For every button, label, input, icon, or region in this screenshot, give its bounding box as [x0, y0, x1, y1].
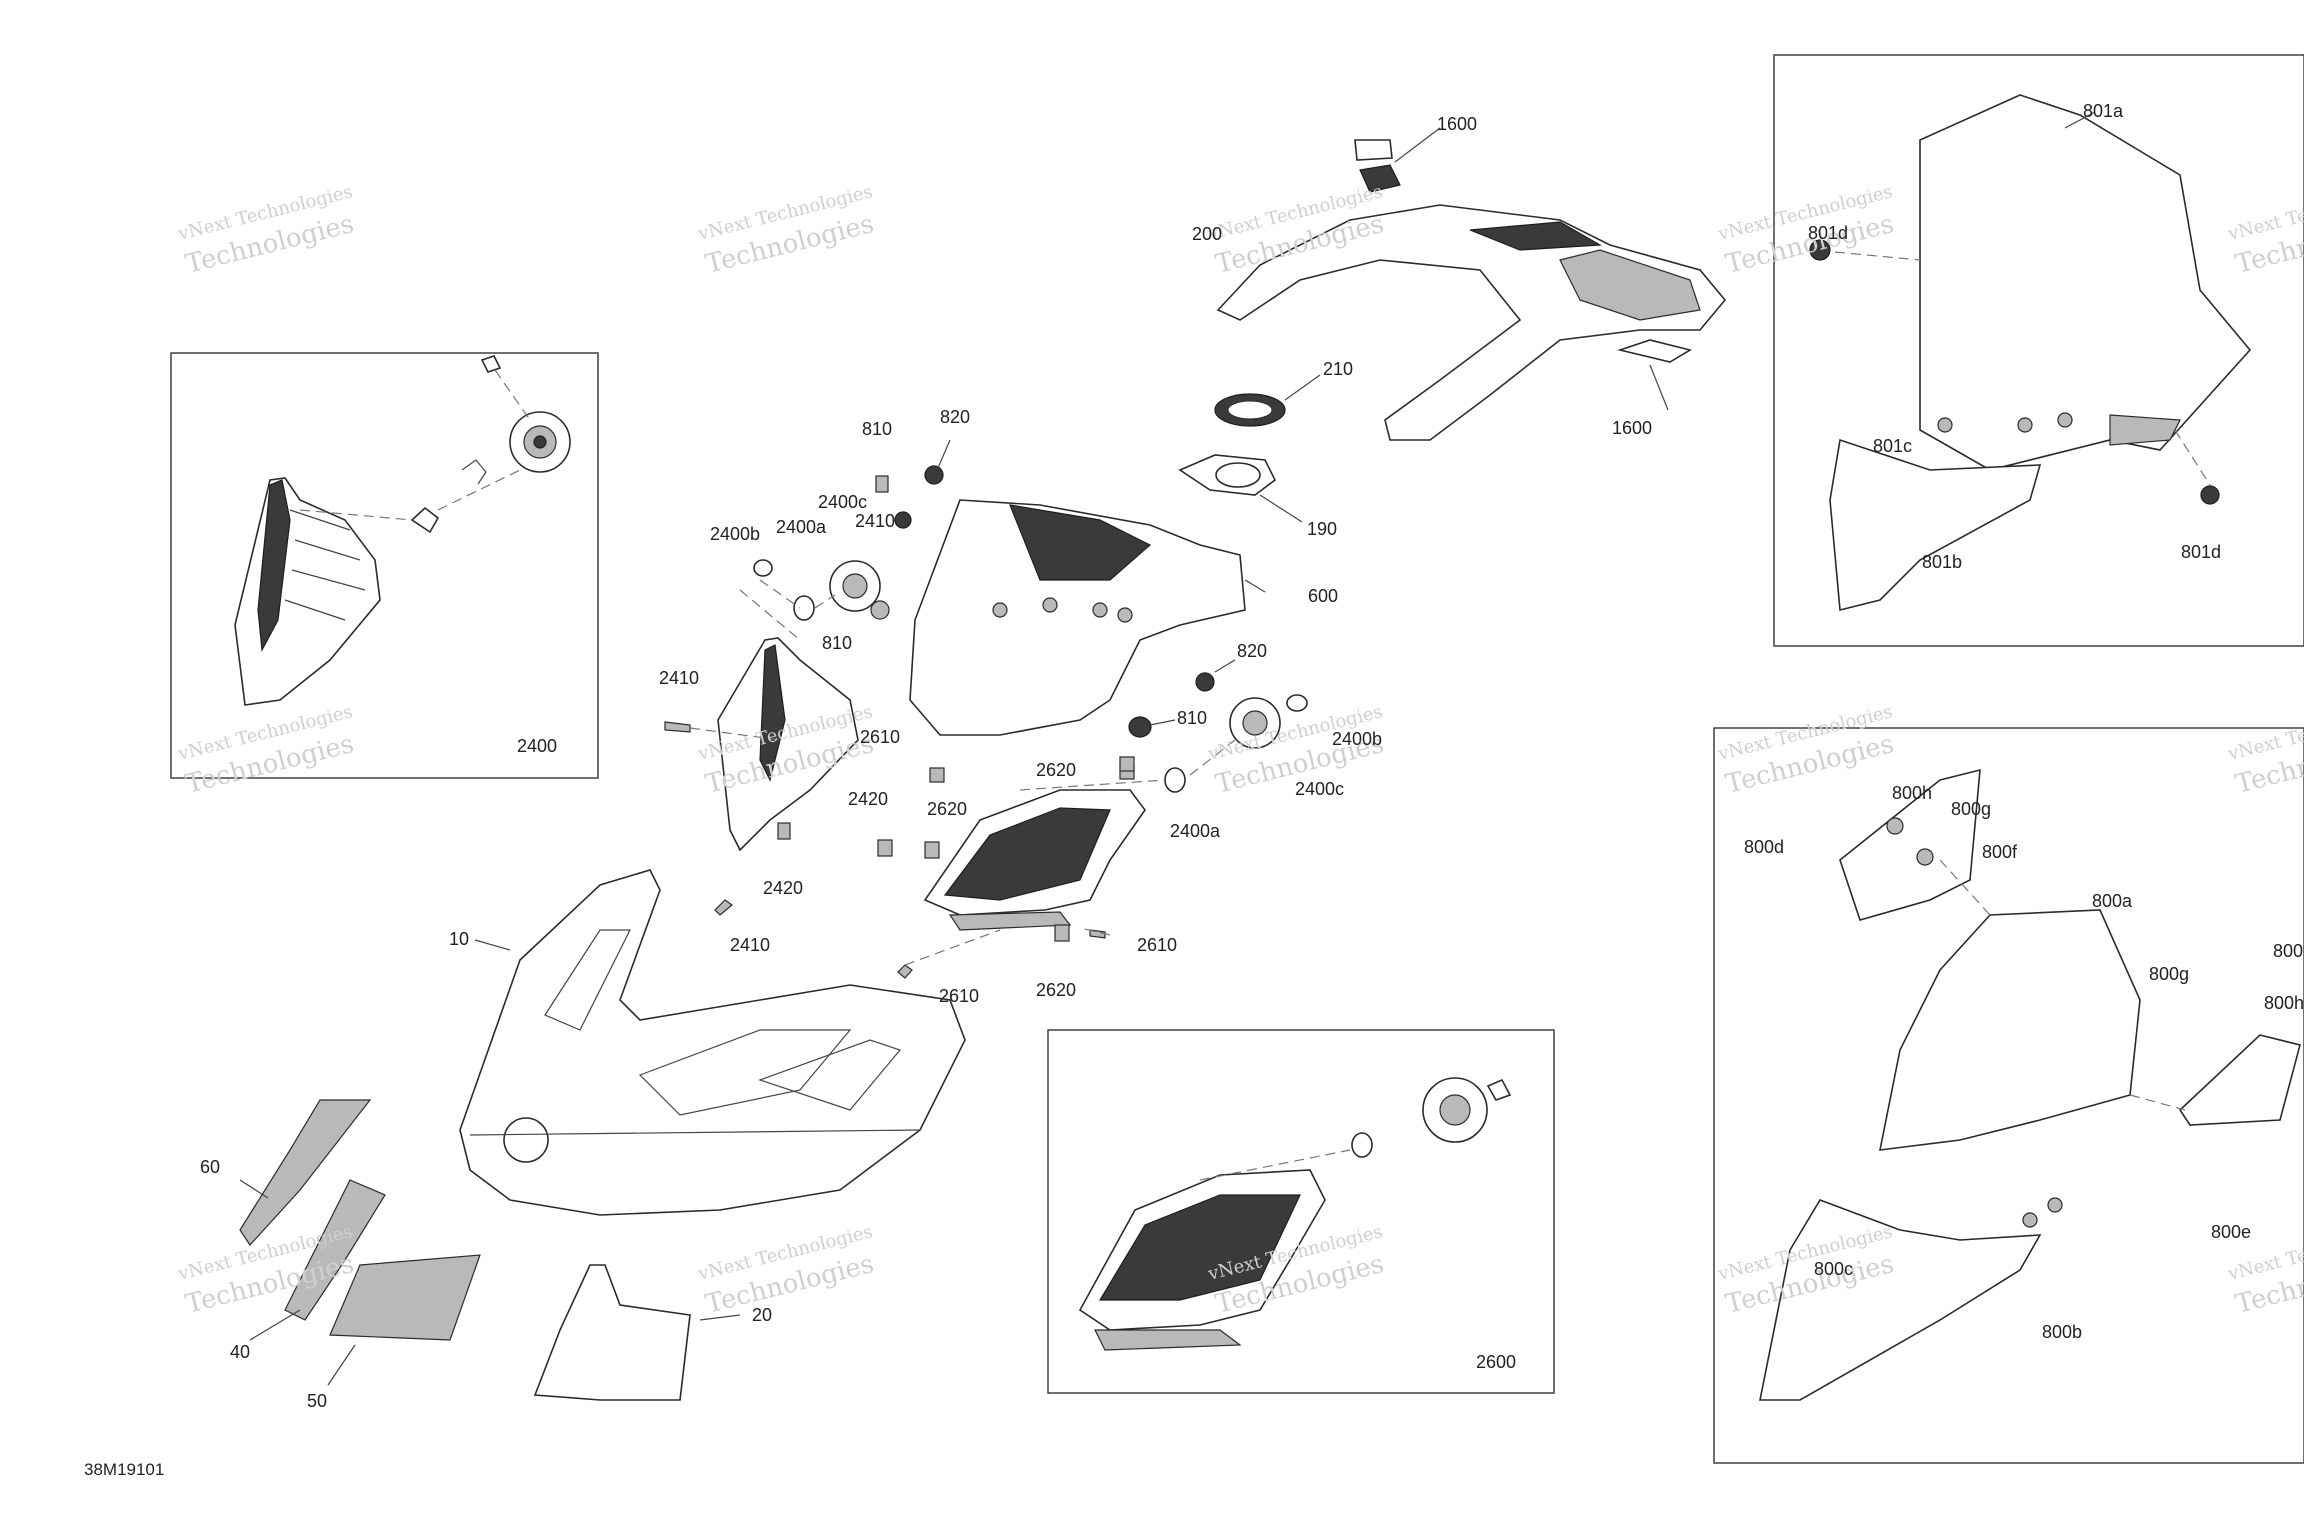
detail-box-2400: [170, 352, 599, 779]
detail-box-2600: [1047, 1029, 1555, 1394]
lamp-left-exploded: [717, 559, 881, 852]
detail-box-800: [1713, 727, 2304, 1464]
callout-2410-top: 2410: [855, 511, 895, 531]
callout-2400b-right: 2400b: [1332, 729, 1382, 749]
bracket-190: [1178, 454, 1303, 523]
hardware-810-820: [870, 439, 1236, 738]
callout-1600-top: 1600: [1437, 114, 1477, 134]
callout-50: 50: [307, 1391, 327, 1411]
callout-820-top: 820: [940, 407, 970, 427]
lamp-right-exploded: [923, 694, 1308, 931]
callout-20: 20: [752, 1305, 772, 1325]
callout-801d-left: 801d: [1808, 223, 1848, 243]
callout-1600-bottom: 1600: [1612, 418, 1652, 438]
grommet-210: [1214, 374, 1321, 427]
callout-2420-top: 2420: [848, 789, 888, 809]
callout-800h-top: 800h: [1892, 783, 1932, 803]
callout-810-top: 810: [862, 419, 892, 439]
sheet-id: 38M19101: [84, 1460, 164, 1479]
callout-2410-bottom: 2410: [730, 935, 770, 955]
callout-800g-top: 800g: [1951, 799, 1991, 819]
callout-820-right: 820: [1237, 641, 1267, 661]
callout-800b: 800b: [2042, 1322, 2082, 1342]
callout-600: 600: [1308, 586, 1338, 606]
callout-2400c-right: 2400c: [1295, 779, 1344, 799]
callouts: 1600 200 1600 210 190 600 810 820 2400c …: [200, 101, 2304, 1411]
callout-190: 190: [1307, 519, 1337, 539]
callout-800d: 800d: [1744, 837, 1784, 857]
callout-800e: 800e: [2211, 1222, 2251, 1242]
callout-2400c-top: 2400c: [818, 492, 867, 512]
headlamp-right-detail: [1078, 1077, 1512, 1351]
callout-800f: 800f: [1982, 842, 2018, 862]
callout-801d-right: 801d: [2181, 542, 2221, 562]
callout-2610-top: 2610: [860, 727, 900, 747]
box-label-2600: 2600: [1476, 1352, 1516, 1372]
windshield-801: [1809, 94, 2252, 612]
callout-801a: 801a: [2083, 101, 2124, 121]
callout-2400b-top: 2400b: [710, 524, 760, 544]
fairing-10: [459, 869, 966, 1216]
callout-800c: 800c: [1814, 1259, 1853, 1279]
callout-2400a-top: 2400a: [776, 517, 827, 537]
callout-2610-bottom: 2610: [939, 986, 979, 1006]
callout-800h-right: 800h: [2264, 993, 2304, 1013]
callout-2400a-right: 2400a: [1170, 821, 1221, 841]
callout-801b: 801b: [1922, 552, 1962, 572]
callout-2610-right: 2610: [1137, 935, 1177, 955]
box-label-2400: 2400: [517, 736, 557, 756]
callout-10: 10: [449, 929, 469, 949]
callout-60: 60: [200, 1157, 220, 1177]
fasteners: [664, 721, 1135, 979]
callout-2620-top: 2620: [1036, 760, 1076, 780]
headlamp-left-detail: [234, 355, 571, 706]
housing-600: [909, 499, 1266, 736]
callout-800g-right: 800g: [2149, 964, 2189, 984]
callout-800f-right: 800f: [2273, 941, 2304, 961]
grill-parts: [239, 1099, 741, 1401]
windshield-800: [1759, 768, 2301, 1401]
callout-800a: 800a: [2092, 891, 2133, 911]
upper-frame-200: [1216, 127, 1727, 441]
callout-40: 40: [230, 1342, 250, 1362]
callout-2620-mid: 2620: [927, 799, 967, 819]
callout-2420-bottom: 2420: [763, 878, 803, 898]
callout-200: 200: [1192, 224, 1222, 244]
callout-810-mid: 810: [822, 633, 852, 653]
callout-210: 210: [1323, 359, 1353, 379]
callout-801c: 801c: [1873, 436, 1912, 456]
callout-810-right: 810: [1177, 708, 1207, 728]
detail-box-801: [1773, 54, 2304, 647]
callout-2620-bottom: 2620: [1036, 980, 1076, 1000]
callout-2410-left: 2410: [659, 668, 699, 688]
